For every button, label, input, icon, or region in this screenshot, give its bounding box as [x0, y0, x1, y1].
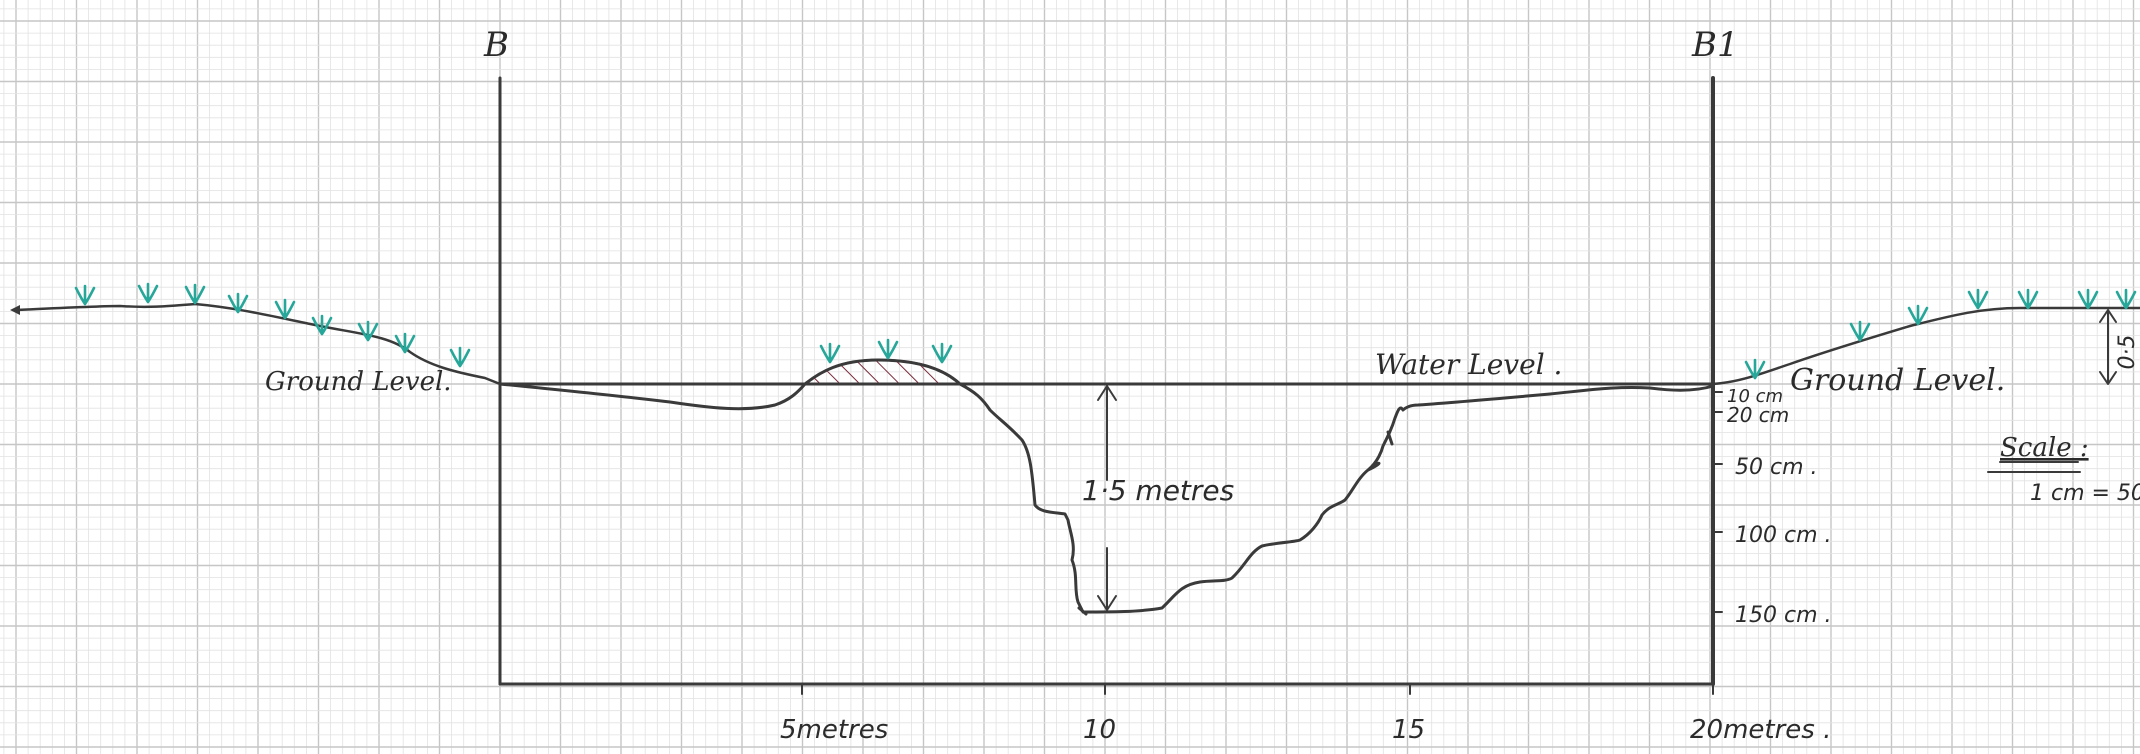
grass-tuft [1907, 304, 1929, 326]
depth-tick-label: 150 cm . [1735, 603, 1832, 628]
grass-tuft [931, 342, 953, 364]
ground-level-left-label: Ground Level. [265, 367, 452, 397]
depth-arrowhead-up [1097, 385, 1117, 401]
grass-tuft [394, 332, 416, 354]
depth-tick-label: 10 cm [1727, 386, 1783, 407]
height-marker-arrow-up [2099, 309, 2117, 323]
scale-text: 1 cm = 50 [2030, 481, 2140, 506]
depth-tick-label: 20 cm [1727, 403, 1789, 427]
grass-tuft [819, 342, 841, 364]
grass-tuft [2017, 288, 2039, 310]
distance-tick-label: 15 [1392, 715, 1425, 745]
grass-tuft [2077, 288, 2099, 310]
water-level-label: Water Level . [1375, 348, 1562, 381]
depth-dimension [1097, 385, 1117, 611]
axes [498, 76, 1715, 686]
depth-tick-label: 50 cm . [1735, 455, 1818, 480]
scale-title: Scale : [2000, 433, 2089, 463]
grass-tuft [184, 283, 206, 305]
depth-tick-label: 100 cm . [1735, 523, 1832, 548]
bed-mark-right [1386, 430, 1394, 446]
grass-tufts [74, 282, 2137, 380]
height-marker [2099, 309, 2117, 385]
grass-tuft [1849, 320, 1871, 342]
grass-tuft [877, 338, 899, 360]
distance-tick-label: 5metres [780, 715, 888, 745]
section-start-label: B [483, 25, 509, 65]
distance-tick-label: 20metres . [1690, 715, 1831, 745]
bed-mark-left [1077, 606, 1088, 616]
grass-tuft [227, 292, 249, 314]
grass-tuft [2115, 288, 2137, 310]
height-marker-label: 0·5 [2115, 335, 2140, 370]
distance-tick-label: 10 [1083, 715, 1116, 745]
left-bank-ground-line [13, 302, 502, 386]
left-ground-arrowhead [10, 305, 20, 315]
height-marker-arrow-down [2099, 371, 2117, 385]
section-end-label: B1 [1691, 25, 1739, 65]
grass-tuft [311, 314, 333, 336]
distance-axis [801, 683, 1714, 695]
grass-tuft [449, 346, 471, 368]
depth-arrowhead-down [1097, 595, 1117, 611]
ground-level-right-label: Ground Level. [1790, 363, 2005, 398]
grass-tuft [274, 298, 296, 320]
depth-annotation: 1·5 metres [1082, 474, 1234, 507]
depth-axis [1712, 391, 1723, 613]
grass-tuft [1744, 358, 1766, 380]
grass-tuft [74, 284, 96, 306]
grass-tuft [137, 282, 159, 304]
grass-tuft [1967, 288, 1989, 310]
grass-tuft [357, 320, 379, 342]
hatched-island [801, 358, 964, 386]
